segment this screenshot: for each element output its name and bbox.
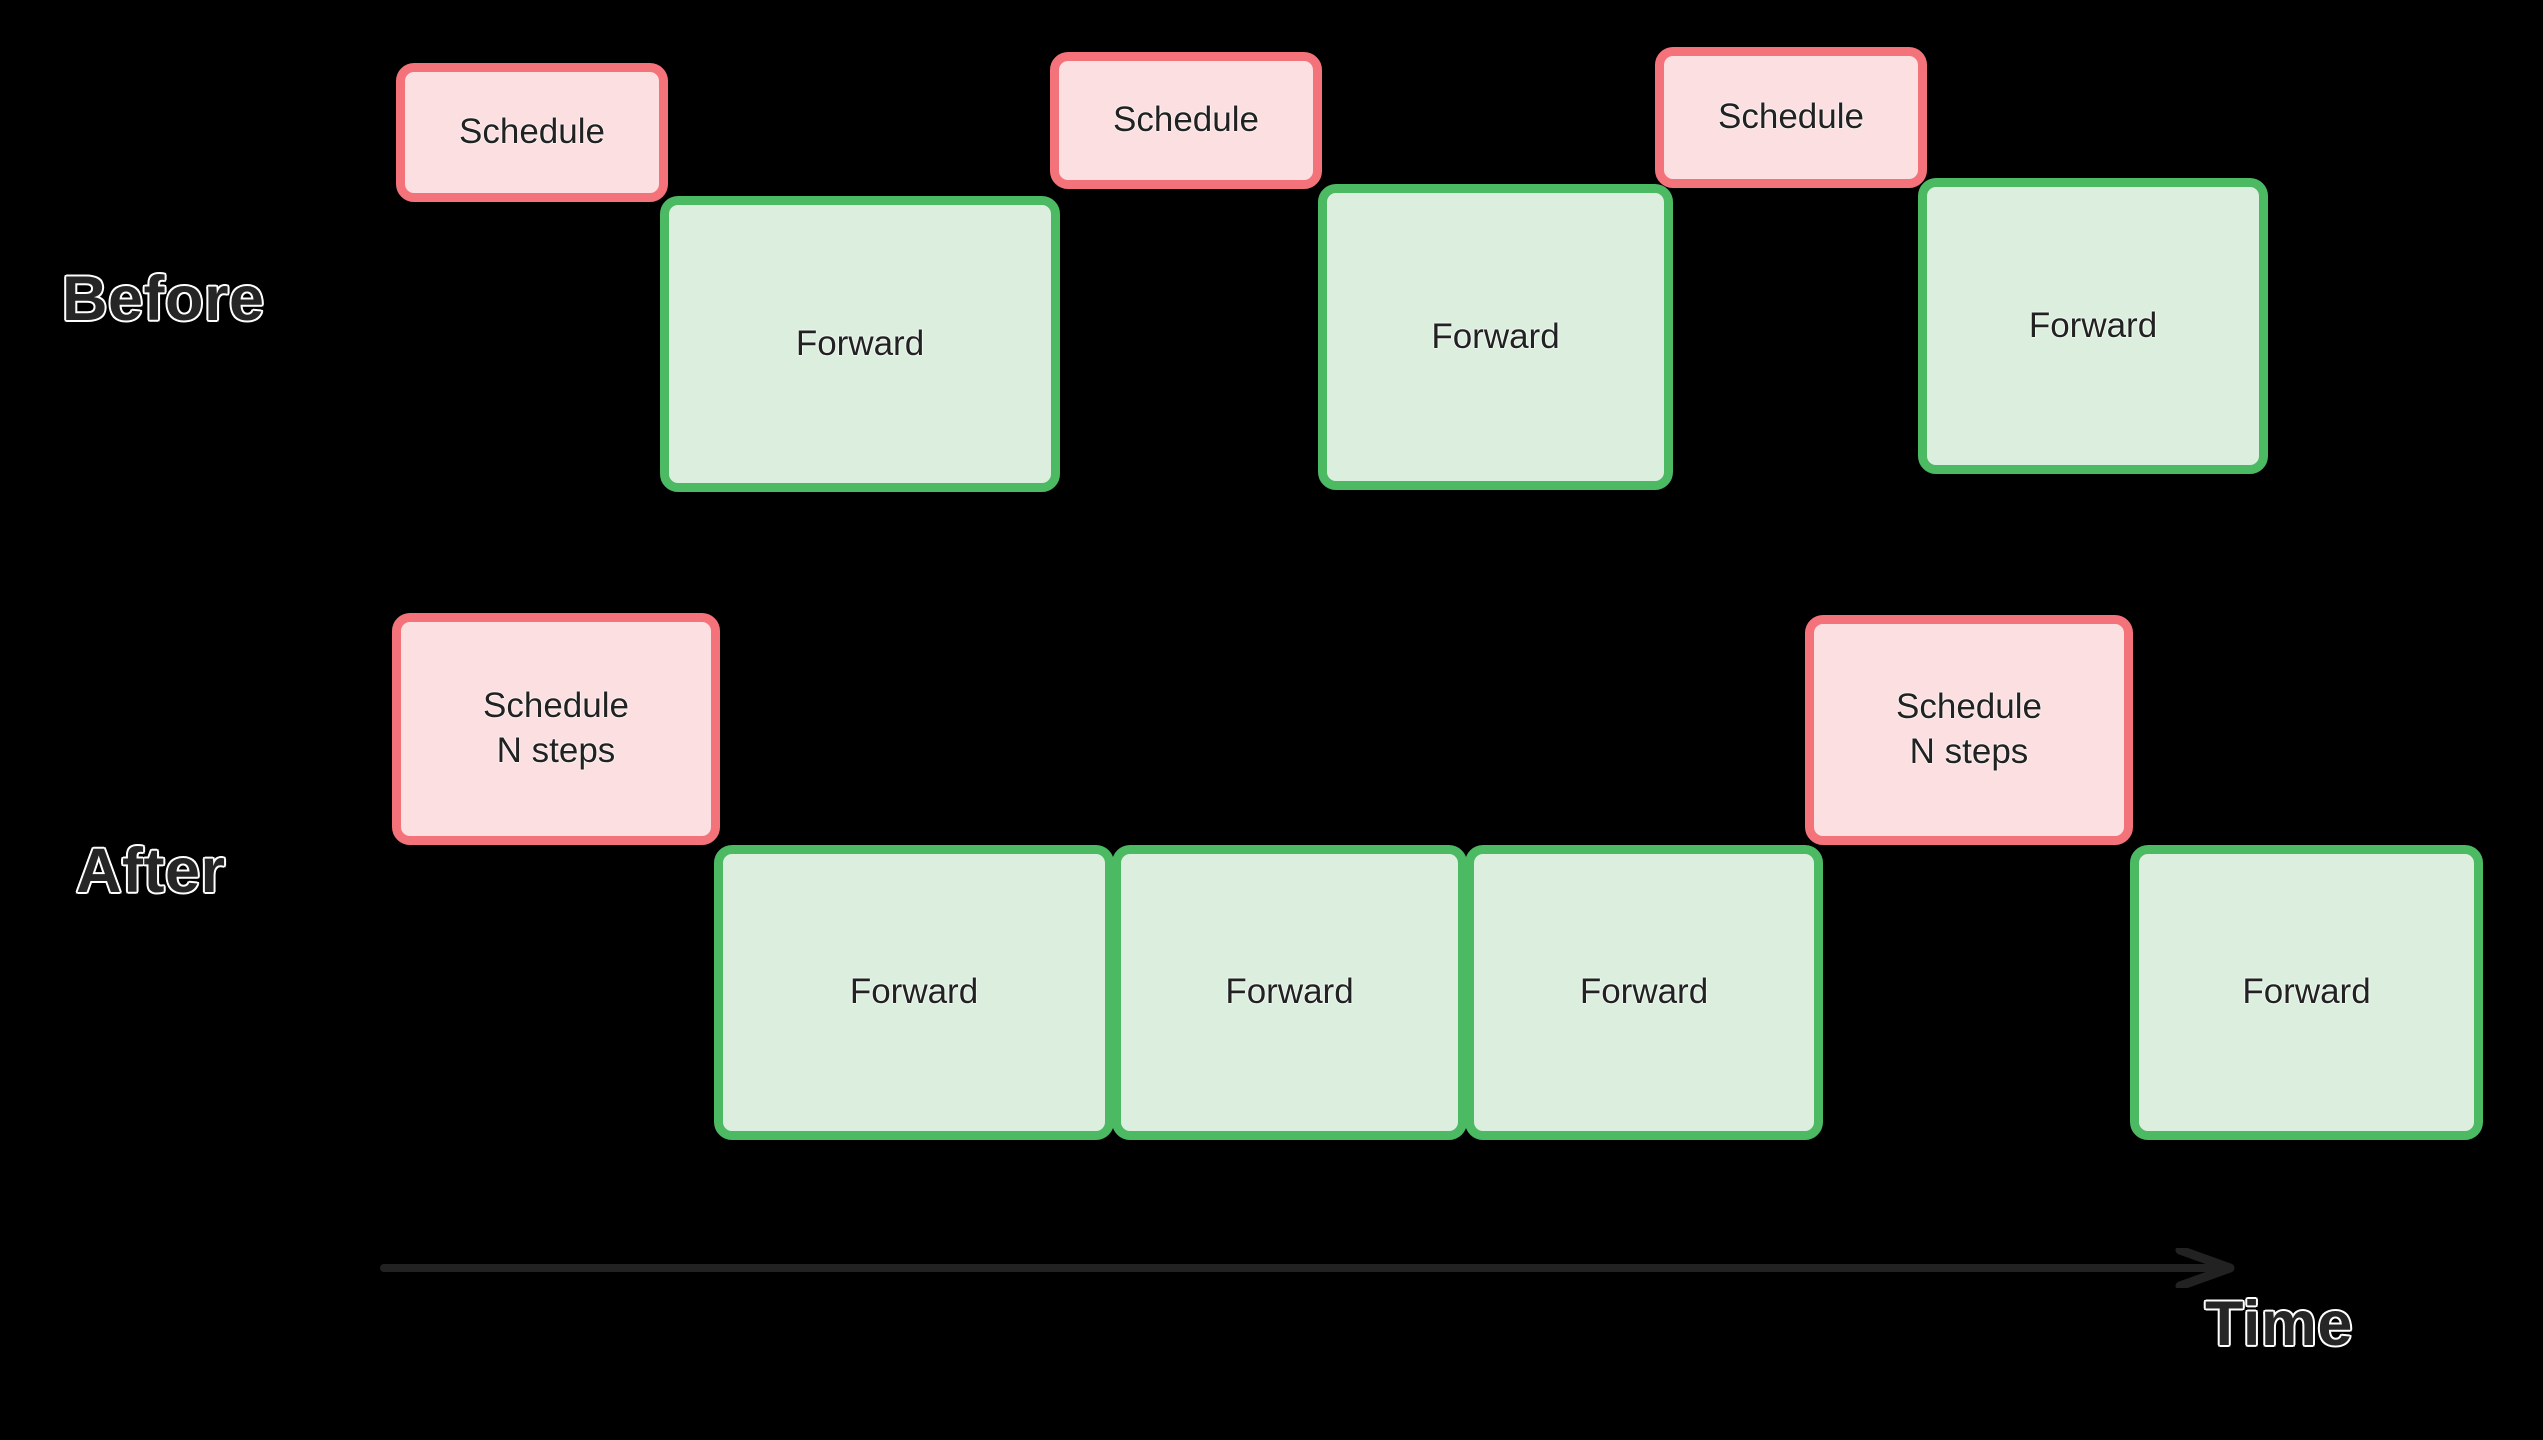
before-forward-label-3: Forward (2028, 305, 2158, 345)
after-forward-label-3: Forward (1579, 972, 1709, 1012)
after-forward-label-2: Forward (1225, 972, 1354, 1012)
before-forward-box-2[interactable]: Forward (1318, 184, 1673, 490)
after-forward-label-1: Forward (849, 972, 979, 1012)
before-schedule-box-2[interactable]: Schedule (1050, 52, 1322, 189)
before-forward-box-1[interactable]: Forward (660, 196, 1060, 492)
after-forward-box-3[interactable]: Forward (1465, 845, 1823, 1140)
after-forward-box-1[interactable]: Forward (714, 845, 1114, 1140)
time-axis-label: Time (2204, 1289, 2354, 1359)
after-forward-box-4[interactable]: Forward (2130, 845, 2483, 1140)
after-schedule-label-1: Schedule N steps (483, 686, 629, 770)
before-schedule-label-3: Schedule (1718, 97, 1864, 137)
before-schedule-label-1: Schedule (459, 112, 605, 152)
before-schedule-box-3[interactable]: Schedule (1655, 47, 1927, 188)
before-forward-label-2: Forward (1431, 316, 1560, 356)
after-schedule-box-2[interactable]: Schedule N steps (1805, 615, 2133, 845)
row-label-after: After (75, 836, 227, 906)
before-schedule-label-2: Schedule (1113, 100, 1259, 140)
after-schedule-box-1[interactable]: Schedule N steps (392, 613, 720, 845)
after-schedule-label-2: Schedule N steps (1896, 687, 2042, 771)
before-forward-box-3[interactable]: Forward (1918, 178, 2268, 474)
before-forward-label-1: Forward (795, 323, 925, 363)
before-schedule-box-1[interactable]: Schedule (396, 63, 668, 202)
row-label-before: Before (61, 264, 266, 334)
after-forward-box-2[interactable]: Forward (1112, 845, 1467, 1140)
after-forward-label-4: Forward (2242, 972, 2371, 1012)
